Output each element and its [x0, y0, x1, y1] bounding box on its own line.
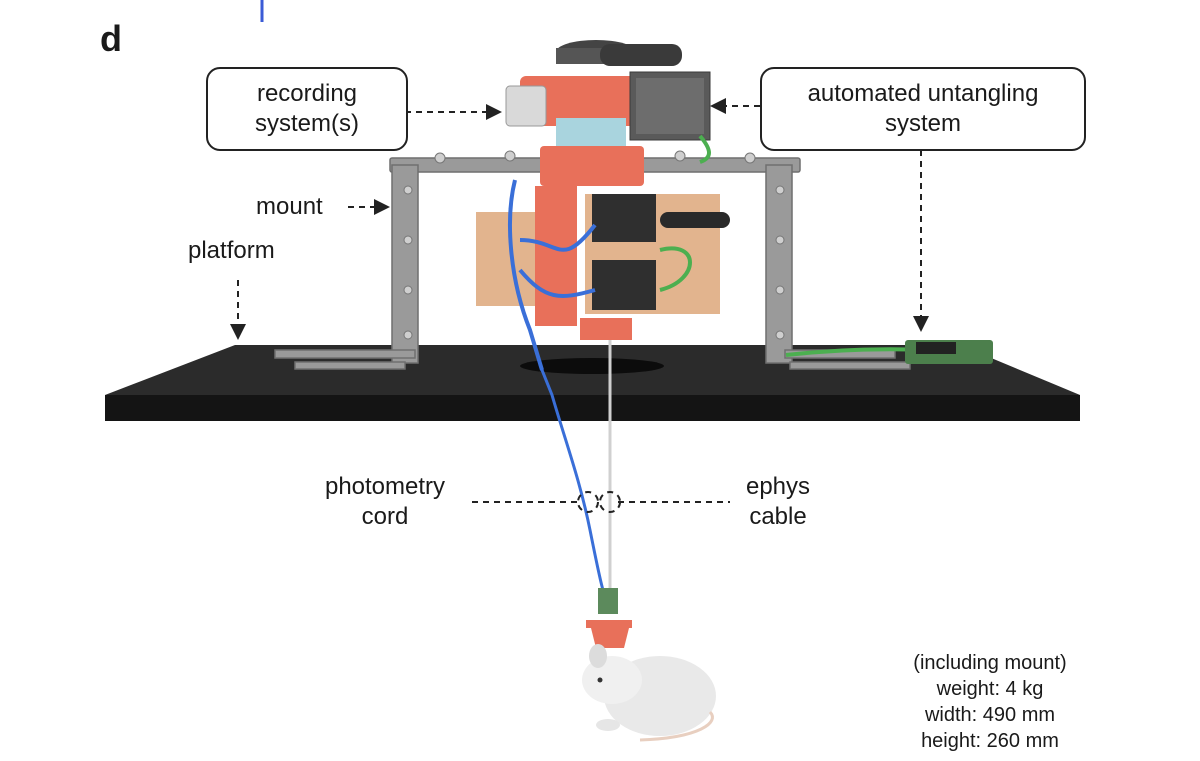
specs-header: (including mount) [913, 652, 1067, 674]
rat-illustration [582, 588, 716, 742]
specs-weight: weight: 4 kg [936, 678, 1044, 700]
platform-label: platform [188, 237, 275, 264]
cable-ring-left [577, 491, 599, 513]
tethers [538, 340, 612, 591]
cable-ring-right [599, 491, 621, 513]
ephys-line-1: ephys [745, 473, 811, 500]
untangling-line-1: automated untangling [807, 80, 1039, 107]
ephys-line-2: cable [749, 503, 807, 530]
recording-assembly [476, 186, 730, 340]
untangling-system-callout: automated untangling system [760, 67, 1086, 151]
untangling-line-2: system [884, 110, 961, 137]
specs-width: width: 490 mm [924, 704, 1056, 726]
rotor-assembly [505, 40, 711, 186]
photometry-line-2: cord [361, 503, 409, 530]
frame-bolts [403, 150, 785, 340]
recording-line-2: system(s) [255, 110, 359, 137]
device-specs: (including mount) weight: 4 kg width: 49… [880, 650, 1100, 754]
untangling-board [905, 340, 993, 364]
photometry-line-1: photometry [324, 473, 446, 500]
specs-height: height: 260 mm [921, 730, 1059, 752]
mount-label: mount [256, 193, 323, 220]
photometry-label: photometry cord [312, 472, 458, 532]
leader-lines [230, 98, 929, 513]
recording-system-callout: recording system(s) [206, 67, 408, 151]
panel-letter: d [100, 18, 122, 59]
recording-line-1: recording [256, 80, 358, 107]
ephys-label: ephys cable [736, 472, 820, 532]
